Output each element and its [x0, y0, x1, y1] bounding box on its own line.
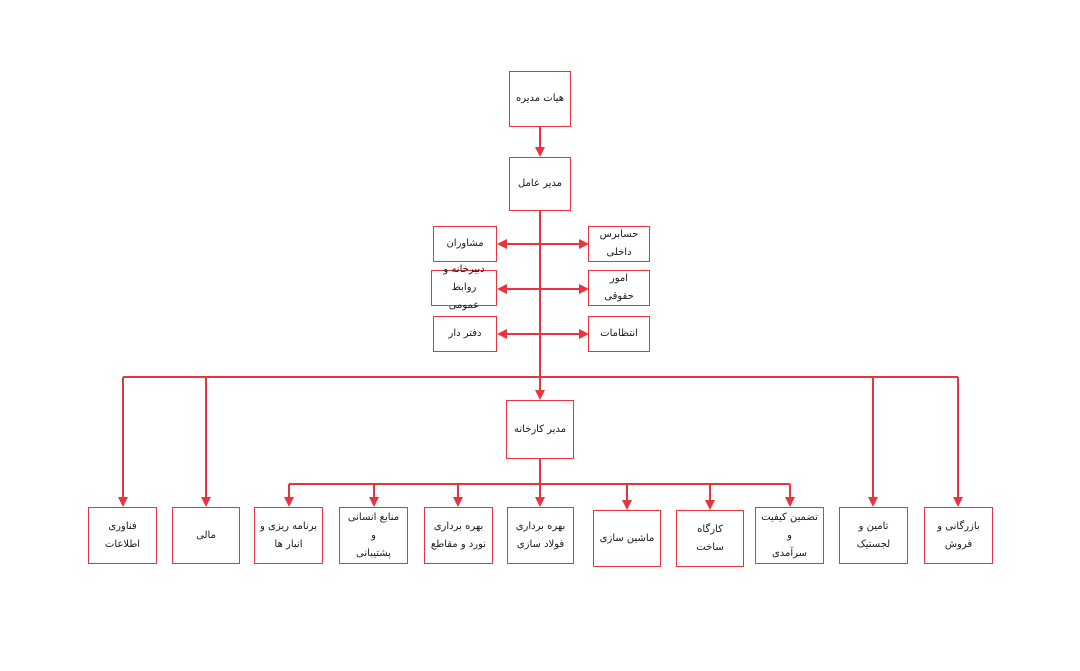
node-rolling: بهره برداری نورد و مقاطع — [424, 507, 493, 564]
node-logistics: تامین و لجستیک — [839, 507, 908, 564]
node-machining: ماشین سازی — [593, 510, 661, 567]
node-security: انتظامات — [588, 316, 650, 352]
node-secretariat: دبیرخانه و روابط عمومی — [431, 264, 497, 311]
node-it: فناوری اطلاعات — [88, 507, 157, 564]
node-legal: امور حقوقی — [588, 270, 650, 306]
node-steel: بهره برداری فولاد سازی — [507, 507, 574, 564]
node-office-manager: دفتر دار — [433, 316, 497, 352]
node-board: هیات مدیره — [509, 71, 571, 127]
node-sales: بازرگانی و فروش — [924, 507, 993, 564]
node-factory-manager: مدیر کارخانه — [506, 400, 574, 459]
node-finance: مالی — [172, 507, 240, 564]
node-workshop: کارگاه ساخت — [676, 510, 744, 567]
node-planning: برنامه ریزی و انبار ها — [254, 507, 323, 564]
node-quality: تضمین کیفیت و سرآمدی — [755, 507, 824, 564]
node-ceo: مدیر عامل — [509, 157, 571, 211]
node-auditor: حسابرس داخلی — [588, 226, 650, 262]
node-advisors: مشاوران — [433, 226, 497, 262]
node-hr: منابع انسانی و پشتیبانی — [339, 507, 408, 564]
